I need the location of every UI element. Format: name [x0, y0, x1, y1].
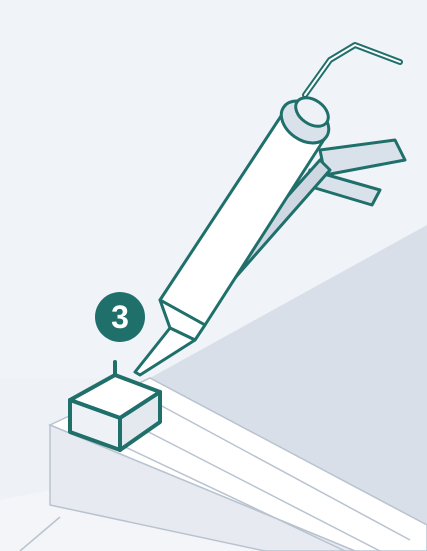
step-number-badge: 3	[95, 292, 145, 342]
